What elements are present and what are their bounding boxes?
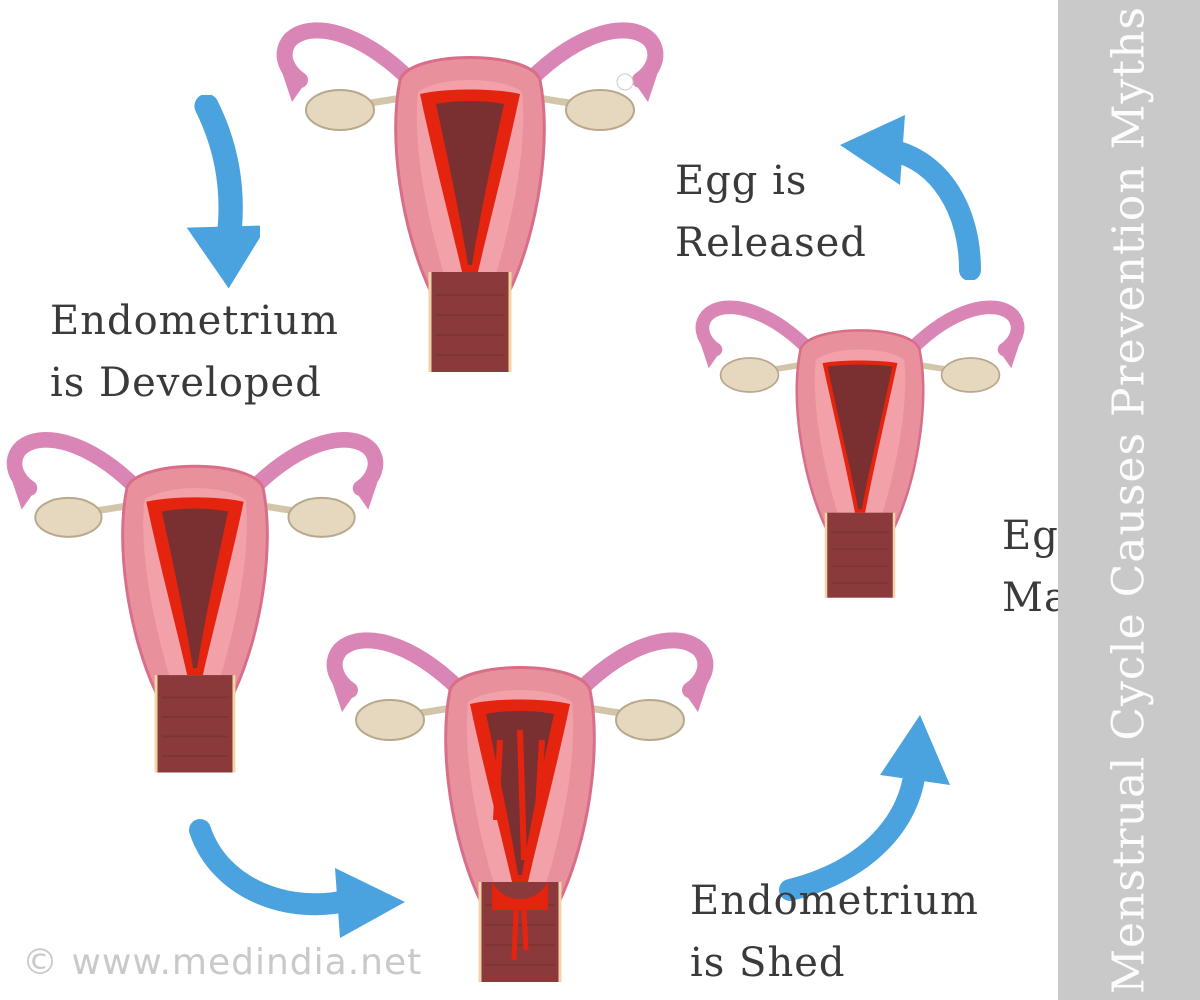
label-line: is Developed bbox=[50, 360, 322, 406]
label-line: is Shed bbox=[690, 940, 846, 986]
cycle-arrow-upper-right bbox=[840, 115, 981, 280]
cycle-arrow-upper-left bbox=[120, 95, 260, 305]
egg-icon bbox=[616, 73, 634, 91]
label-line: Endometrium bbox=[690, 878, 979, 924]
label-line: Egg is bbox=[675, 158, 808, 204]
label-line: Released bbox=[675, 220, 867, 266]
label-endometrium-developed: Endometrium is Developed bbox=[50, 290, 339, 414]
cycle-arrow-lower-right bbox=[779, 715, 950, 901]
uterus-endometrium-shed bbox=[320, 620, 720, 1000]
side-title: Menstrual Cycle Causes Prevention Myths bbox=[1103, 5, 1155, 995]
cycle-arrow-lower-left bbox=[189, 819, 405, 938]
uterus-egg-released bbox=[270, 10, 670, 390]
label-line: Endometrium bbox=[50, 298, 339, 344]
uterus-egg-matures bbox=[690, 290, 1030, 613]
side-band bbox=[1058, 0, 1200, 1000]
label-egg-released: Egg is Released bbox=[675, 150, 867, 274]
label-endometrium-shed: Endometrium is Shed bbox=[690, 870, 979, 994]
watermark: © www.medindia.net bbox=[22, 942, 423, 983]
